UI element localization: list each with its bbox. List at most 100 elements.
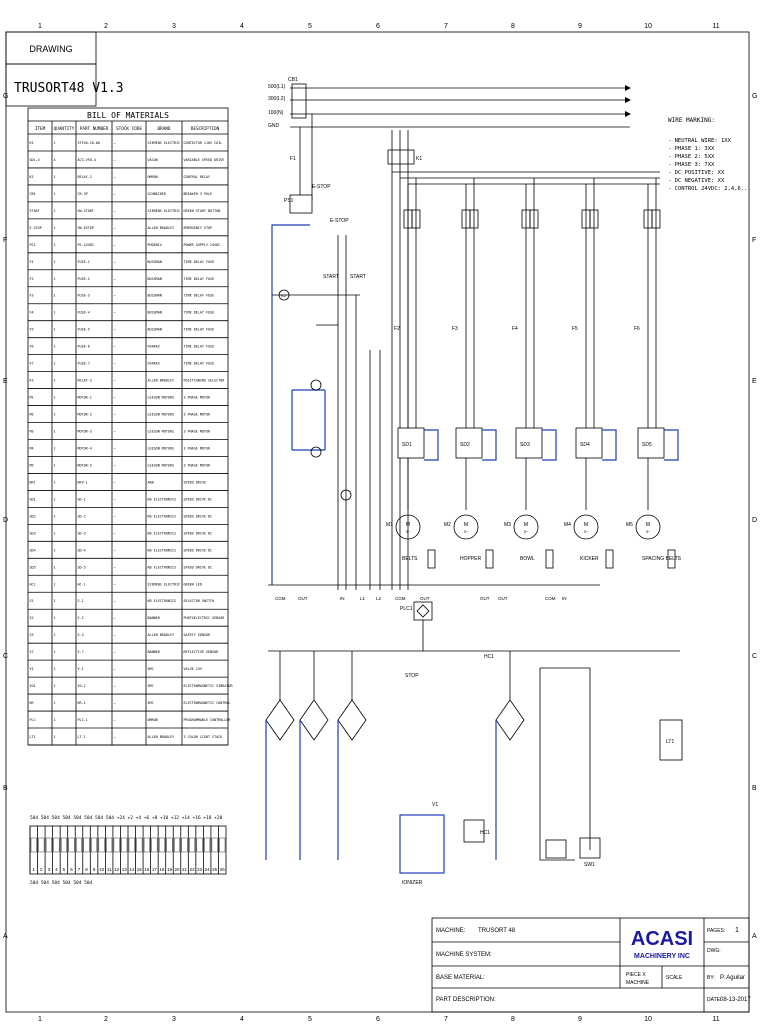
wire-marking-item: - PHASE 1: 3XX <box>668 146 715 152</box>
terminal-number: 9 <box>93 867 96 872</box>
pages-value: 1 <box>735 927 739 934</box>
motor-id: M5 <box>626 522 633 528</box>
company-logo: ACASI <box>631 928 693 950</box>
row-label: B <box>3 785 8 792</box>
bom-cell: TIME DELAY FUSE <box>184 328 215 332</box>
scale-label: SCALE <box>666 975 683 981</box>
svg-text:3~: 3~ <box>464 529 469 534</box>
part-description-label: PART DESCRIPTION: <box>436 997 496 1003</box>
bom-header: STOCK CODE <box>116 126 142 132</box>
bom-cell: S-1 <box>78 599 84 603</box>
bom-cell: ABB <box>148 480 154 484</box>
bom-cell: 1 <box>54 413 56 417</box>
bom-cell: 1 <box>54 735 56 739</box>
bom-cell: 1 <box>54 328 56 332</box>
column-label: 6 <box>376 23 380 30</box>
v1-label: V1 <box>432 802 438 808</box>
bom-cell: KB ELECTRONICS <box>148 531 177 535</box>
bom-cell: SELECTOR SWITCH <box>184 599 215 603</box>
bom-cell: 1 <box>54 463 56 467</box>
row-label: C <box>752 653 757 660</box>
bom-cell: — <box>114 328 117 332</box>
row-label: F <box>752 237 756 244</box>
terminal-number: 13 <box>122 867 128 872</box>
bom-cell: TIME DELAY FUSE <box>184 345 215 349</box>
terminal-number: 17 <box>152 867 158 872</box>
estop-label-2: E-STOP <box>330 218 349 224</box>
terminal-number: 16 <box>144 867 150 872</box>
bom-cell: 3 PHASE MOTOR <box>184 396 211 400</box>
bom-cell: F4 <box>30 311 34 315</box>
bom-cell: PHOENIX <box>148 243 163 247</box>
bom-cell: GREEN START BUTTON <box>184 209 221 213</box>
row-label: A <box>752 933 757 940</box>
bom-header: PART NUMBER <box>80 126 109 132</box>
bom-cell: CONTROL RELAY <box>184 175 211 179</box>
bom-cell: FERRAZ <box>148 345 160 349</box>
bom-cell: 1 <box>54 480 56 484</box>
bom-cell: ELECTROMAGNETIC VIBRATOR <box>184 684 234 688</box>
title-block: MACHINE: TRUSORT 48 MACHINE SYSTEM: BASE… <box>431 917 751 1013</box>
column-label: 10 <box>644 23 652 30</box>
bom-cell: — <box>114 633 117 637</box>
bom-cell: 1 <box>54 701 56 705</box>
motor-circle <box>453 514 479 540</box>
bom-cell: 1 <box>54 565 56 569</box>
wire-marking-legend: WIRE MARKING: - NEUTRAL WIRE: 1XX- PHASE… <box>668 117 751 192</box>
bom-cell: SD2 <box>30 514 36 518</box>
column-label: 1 <box>38 23 42 30</box>
terminal-number: 23 <box>197 867 203 872</box>
bom-cell: EMERGENCY STOP <box>184 226 213 230</box>
terminal-number: 25 <box>212 867 218 872</box>
svg-text:F1: F1 <box>290 156 296 162</box>
drive-box <box>637 427 665 459</box>
pages-label: PAGES: <box>707 928 725 934</box>
bom-cell: 3 PHASE MOTOR <box>184 413 211 417</box>
bom-cell: FERRAZ <box>148 362 160 366</box>
drive-box <box>397 427 425 459</box>
terminal-number: 20 <box>174 867 180 872</box>
contactor-k1 <box>387 149 415 165</box>
bom-cell: PS-24VDC <box>78 243 94 247</box>
column-label: 2 <box>104 23 108 30</box>
column-label: 3 <box>172 1016 176 1023</box>
bom-cell: 1 <box>54 243 56 247</box>
bom-cell: 1 <box>54 362 56 366</box>
motor-id: M3 <box>504 522 511 528</box>
bom-cell: — <box>114 650 117 654</box>
bom-cell: 1 <box>54 531 56 535</box>
terminal-number: 6 <box>70 867 73 872</box>
bom-cell: — <box>114 345 117 349</box>
row-label: B <box>752 785 757 792</box>
bom-cell: VALVE 24V <box>184 667 202 671</box>
bom-cell: BUSSMAN <box>148 328 162 332</box>
bom-cell: — <box>114 599 117 603</box>
bom-header: DESCRIPTION <box>191 126 220 132</box>
bom-cell: 1 <box>54 684 56 688</box>
by-value: P. Aguilar <box>720 975 745 981</box>
io-label: OUT <box>420 596 430 601</box>
terminal-number: 4 <box>55 867 58 872</box>
column-label: 3 <box>172 23 176 30</box>
terminal-number: 15 <box>137 867 143 872</box>
bom-cell: POSITIONING SELECTOR <box>184 379 226 383</box>
hc1-box <box>463 819 485 843</box>
bom-cell: GREEN LED <box>184 582 202 586</box>
row-label: G <box>752 93 757 100</box>
svg-text:3~: 3~ <box>524 529 529 534</box>
bom-cell: PLC <box>30 718 36 722</box>
bom-cell: — <box>114 514 117 518</box>
io-label: OUT <box>298 596 308 601</box>
stop-label: STOP <box>405 673 419 679</box>
bom-cell: 1 <box>54 667 56 671</box>
